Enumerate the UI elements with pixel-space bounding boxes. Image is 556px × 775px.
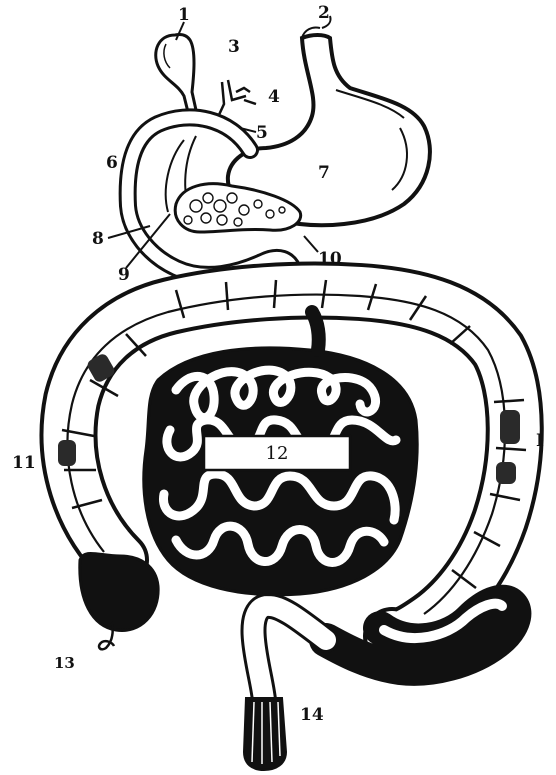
label-box-12: 12 <box>204 436 350 470</box>
label-11-left: 11 <box>12 453 36 473</box>
label-9: 9 <box>118 265 130 285</box>
label-6: 6 <box>106 153 118 173</box>
label-5: 5 <box>256 123 268 143</box>
label-13: 13 <box>54 654 75 672</box>
label-8: 8 <box>92 229 104 249</box>
label-2: 2 <box>318 3 330 23</box>
label-12: 12 <box>266 443 289 464</box>
label-7: 7 <box>318 163 330 183</box>
label-10: 10 <box>318 249 342 269</box>
label-11-right: I <box>536 431 544 451</box>
label-3: 3 <box>228 37 240 57</box>
label-14: 14 <box>300 705 324 725</box>
cecum <box>80 553 158 649</box>
label-4: 4 <box>268 87 280 107</box>
gallbladder <box>156 35 196 112</box>
anal-canal <box>244 698 286 770</box>
